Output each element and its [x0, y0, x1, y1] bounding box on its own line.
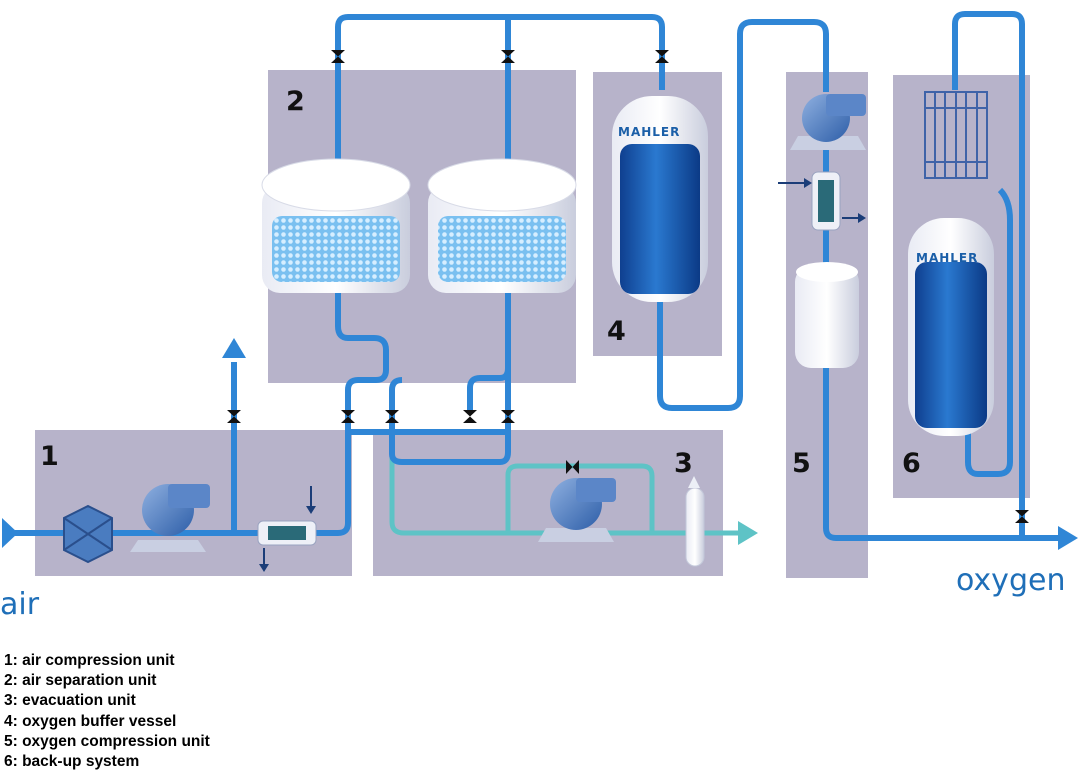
evacuation-piping [389, 440, 740, 536]
oxygen-receiver [795, 262, 859, 368]
cylinder-bundle-icon [924, 91, 988, 179]
backup-oxygen-vessel: MAHLER [908, 218, 994, 436]
oxygen-label: oxygen [956, 563, 1065, 598]
vacuum-pump [538, 478, 616, 542]
legend-item: 4: oxygen buffer vessel [4, 712, 177, 730]
air-filter [63, 504, 113, 564]
valve-icon [463, 410, 477, 423]
flow-arrows [2, 338, 1078, 550]
process-piping [15, 11, 1062, 541]
oxygen-buffer-vessel: MAHLER [612, 96, 708, 302]
air-inlet-arrow-icon [2, 518, 18, 548]
silencer [685, 476, 705, 567]
valve-icon [501, 410, 515, 423]
valve-icon [227, 410, 241, 423]
legend-item: 6: back-up system [4, 753, 140, 771]
brand-label: MAHLER [916, 251, 978, 265]
unit-number-6: 6 [902, 448, 921, 479]
oxygen-outlet-arrow-icon [1058, 526, 1078, 550]
unit-number-4: 4 [607, 316, 626, 347]
air-label: air [0, 587, 40, 622]
panel-unit-3 [373, 430, 723, 576]
unit-number-2: 2 [286, 86, 305, 117]
valve-icon [566, 460, 579, 474]
brand-label: MAHLER [618, 125, 680, 139]
unit-number-3: 3 [674, 448, 693, 479]
legend-item: 1: air compression unit [4, 652, 175, 669]
air-compressor [130, 484, 210, 552]
oxygen-receiver-icon [795, 266, 859, 368]
adsorber-vessel-1 [261, 158, 411, 293]
aftercooler [257, 486, 317, 572]
valve-icon [331, 50, 345, 63]
legend-item: 3: evacuation unit [4, 692, 136, 710]
valve-icon [655, 50, 669, 63]
oxygen-compressor [790, 94, 866, 150]
valve-icon [341, 410, 355, 423]
valves [227, 50, 1029, 523]
silencer-icon [685, 487, 705, 567]
legend-item: 2: air separation unit [4, 672, 157, 690]
cylinder-bundle [924, 91, 988, 179]
valve-icon [385, 410, 399, 423]
legend-item: 5: oxygen compression unit [4, 732, 210, 750]
vent-arrow-icon [222, 338, 246, 358]
unit-number-5: 5 [792, 448, 811, 479]
oxygen-cooler [778, 171, 866, 231]
adsorber-vessel-2 [427, 158, 577, 293]
evacuation-outlet-arrow-icon [738, 521, 758, 545]
unit-number-1: 1 [40, 441, 59, 472]
legend: 1: air compression unit 2: air separatio… [4, 651, 210, 772]
valve-icon [501, 50, 515, 63]
valve-icon [1015, 510, 1029, 523]
unit-numbers: 1 2 3 4 5 6 [40, 86, 921, 479]
